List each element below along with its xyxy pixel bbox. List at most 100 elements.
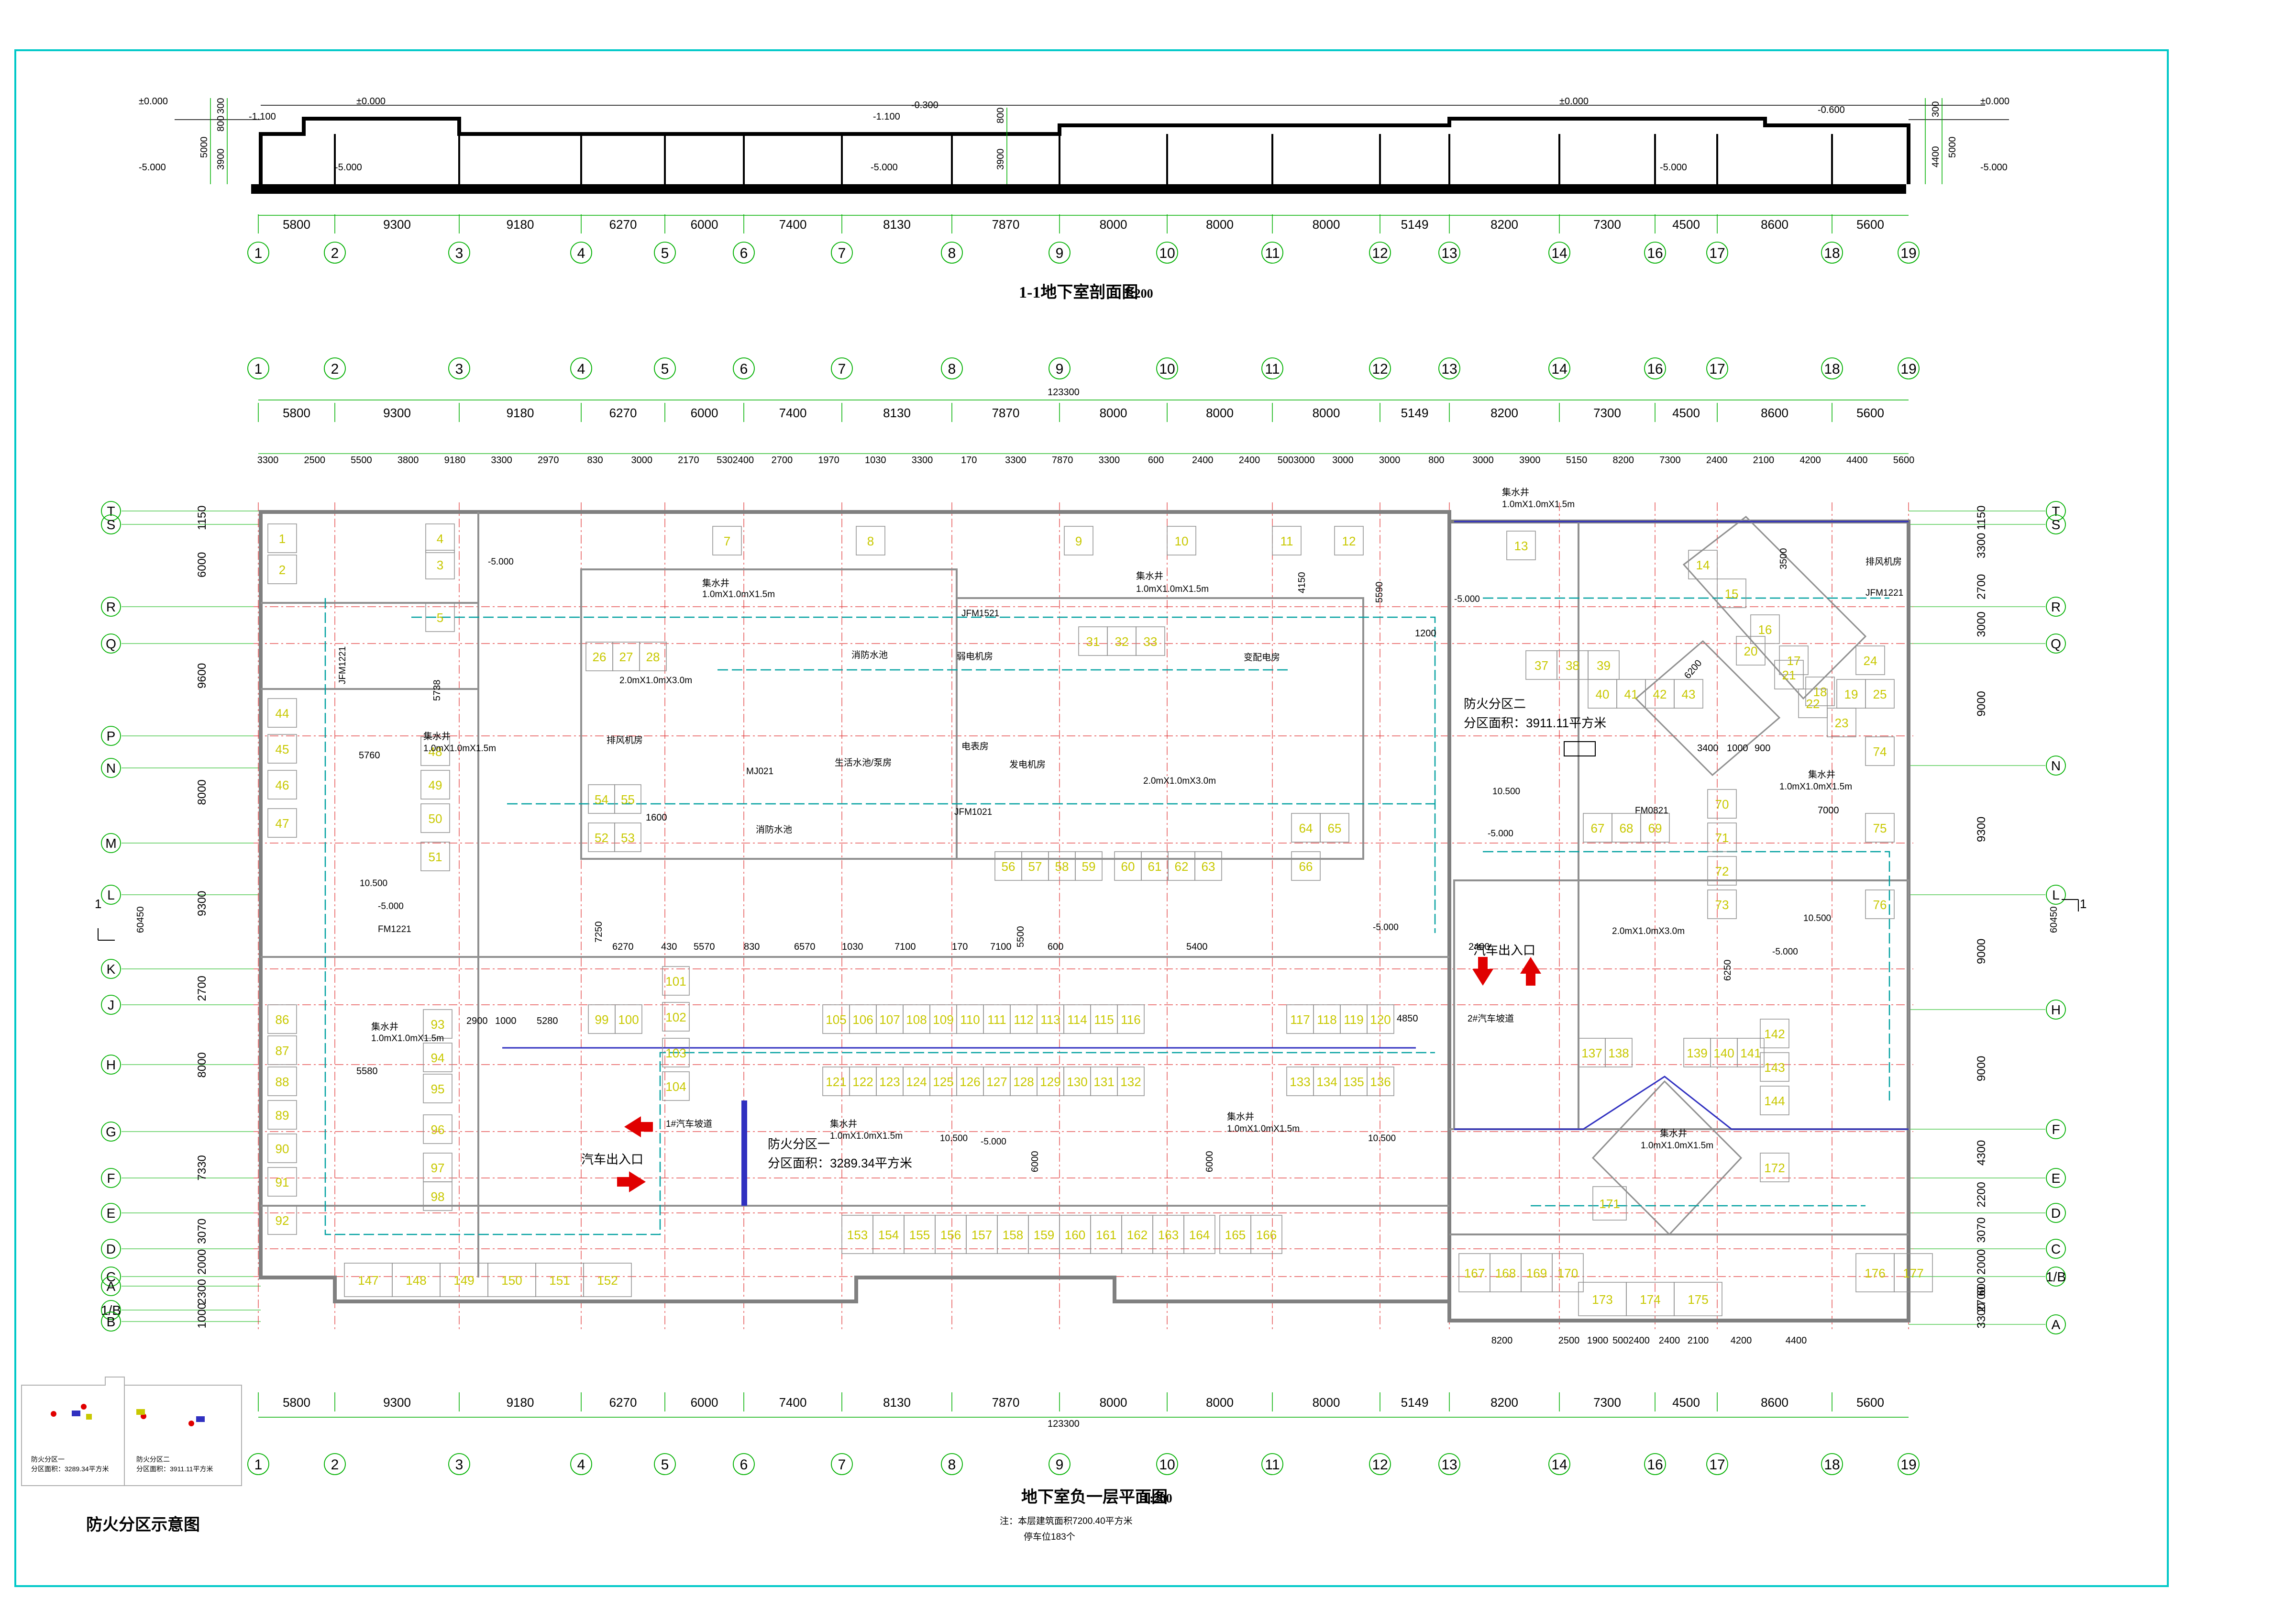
parking-stall-number: 149 bbox=[453, 1273, 474, 1288]
plan-axis-bottom-label: 1 bbox=[254, 1457, 263, 1473]
svg-text:5580: 5580 bbox=[356, 1066, 378, 1077]
sump-size-3: 1.0mX1.0mX1.5m bbox=[1502, 500, 1575, 510]
svg-text:3500: 3500 bbox=[1778, 548, 1789, 570]
plan-axis-right-1/B bbox=[2046, 1266, 2066, 1287]
plan-axis-top-label: 18 bbox=[1824, 361, 1840, 377]
parking-stall bbox=[639, 642, 667, 671]
svg-text:7250: 7250 bbox=[594, 922, 604, 943]
parking-stall-number: 46 bbox=[276, 778, 289, 792]
plan-span-dim-left: 8000 bbox=[196, 1052, 209, 1078]
svg-text:6270: 6270 bbox=[612, 942, 634, 952]
plan-axis-left-Q bbox=[101, 633, 121, 654]
plan-span-dim-top: 8130 bbox=[883, 406, 911, 420]
plan-axis-top-label: 16 bbox=[1647, 361, 1663, 377]
plan-axis-left-B bbox=[101, 1311, 121, 1332]
plan-axis-bottom-label: 13 bbox=[1441, 1457, 1457, 1473]
section-axis-13 bbox=[1438, 242, 1460, 264]
plan-sub-span-dim: 3000 bbox=[1472, 455, 1494, 466]
parking-stall-number: 91 bbox=[276, 1175, 289, 1189]
section-axis-3 bbox=[448, 242, 470, 264]
parking-stall-number: 107 bbox=[879, 1012, 900, 1027]
parking-stall-number: 89 bbox=[276, 1108, 289, 1122]
parking-stall-number: 14 bbox=[1696, 558, 1710, 572]
plan-span-dim-right: 1150 bbox=[1975, 505, 1988, 530]
parking-stall bbox=[1605, 1038, 1633, 1067]
parking-stall-number: 39 bbox=[1597, 658, 1611, 673]
section-axis-label: 11 bbox=[1265, 245, 1280, 261]
plan-sub-span-dim: 3900 bbox=[1519, 455, 1541, 466]
parking-stall-number: 71 bbox=[1715, 831, 1729, 845]
parking-stall-number: 170 bbox=[1557, 1266, 1578, 1280]
plan-axis-right-R bbox=[2046, 597, 2066, 617]
section-axis-label: 6 bbox=[740, 245, 748, 261]
parking-stall bbox=[425, 602, 455, 632]
plan-axis-top-label: 9 bbox=[1056, 361, 1064, 377]
parking-stall-number: 141 bbox=[1740, 1046, 1761, 1060]
plan-axis-top-13 bbox=[1438, 357, 1460, 379]
plan-axis-right-label: T bbox=[2052, 504, 2060, 519]
plan-axis-top-14 bbox=[1548, 357, 1570, 379]
sump-size-9: 1.0mX1.0mX1.5m bbox=[1641, 1141, 1713, 1151]
pit-size-2: 2.0mX1.0mX3.0m bbox=[1143, 776, 1216, 786]
plan-axis-bottom-10 bbox=[1156, 1453, 1178, 1475]
plan-axis-top-7 bbox=[831, 357, 853, 379]
plan-sub-span-dim: 2100 bbox=[1753, 455, 1775, 466]
door-label-6: JFM1221 bbox=[1866, 588, 1903, 598]
plan-span-dim-bottom: 8000 bbox=[1313, 1395, 1340, 1410]
plan-title: 地下室负一层平面图 bbox=[1021, 1488, 1168, 1506]
plan-sub-span-dim: 5500 bbox=[351, 455, 372, 466]
section-axis-label: 19 bbox=[1900, 245, 1916, 261]
plan-axis-left-P bbox=[101, 726, 121, 746]
plan-elev-4: -5.000 bbox=[1454, 594, 1480, 604]
parking-stall-number: 101 bbox=[665, 974, 686, 989]
parking-stall-number: 88 bbox=[276, 1075, 289, 1089]
plan-axis-bottom-9 bbox=[1049, 1453, 1071, 1475]
parking-stall-number: 40 bbox=[1596, 687, 1610, 701]
plan-span-dim-left: 2700 bbox=[196, 976, 209, 1001]
parking-stall bbox=[1805, 677, 1835, 706]
plan-axis-bottom-4 bbox=[570, 1453, 592, 1475]
parking-stall-number: 156 bbox=[940, 1228, 961, 1242]
parking-stall bbox=[267, 1100, 297, 1130]
arrow-down-icon bbox=[1472, 957, 1493, 986]
parking-stall bbox=[423, 1114, 453, 1144]
plan-axis-bottom-12 bbox=[1369, 1453, 1391, 1475]
plan-span-dim-bottom: 8000 bbox=[1100, 1395, 1127, 1410]
parking-stall-number: 73 bbox=[1715, 898, 1729, 912]
plan-axis-bottom-2 bbox=[324, 1453, 346, 1475]
parking-stall-number: 25 bbox=[1873, 687, 1887, 701]
plan-axis-left-H bbox=[101, 1055, 121, 1075]
parking-stall bbox=[1688, 550, 1718, 579]
parking-stall-number: 61 bbox=[1148, 859, 1162, 874]
parking-stall bbox=[856, 526, 885, 555]
plan-span-dim-right: 3300 bbox=[1975, 1303, 1988, 1328]
section-span-dim: 8200 bbox=[1490, 217, 1518, 232]
parking-stall-number: 54 bbox=[595, 792, 608, 807]
parking-stall bbox=[662, 966, 690, 996]
parking-stall-number: 168 bbox=[1495, 1266, 1516, 1280]
parking-stall-number: 64 bbox=[1299, 821, 1313, 835]
parking-stall-number: 17 bbox=[1787, 654, 1801, 668]
plan-axis-bottom-8 bbox=[941, 1453, 963, 1475]
section-axis-17 bbox=[1706, 242, 1728, 264]
parking-stall-number: 177 bbox=[1903, 1266, 1923, 1280]
plan-span-dim-bottom: 8130 bbox=[883, 1395, 911, 1410]
plan-elev-5: -5.000 bbox=[1373, 922, 1399, 933]
plan-total-x-bottom: 123300 bbox=[1048, 1419, 1080, 1429]
plan-span-dim-top: 8000 bbox=[1100, 406, 1127, 420]
parking-stall-number: 48 bbox=[429, 744, 442, 759]
parking-stall-number: 138 bbox=[1608, 1046, 1629, 1060]
section-mid-elev-5: -0.300 bbox=[911, 100, 938, 111]
section-cut-right-label: 1 bbox=[2080, 897, 2086, 911]
section-axis-label: 10 bbox=[1159, 245, 1175, 261]
parking-stall bbox=[1674, 679, 1703, 709]
section-axis-14 bbox=[1548, 242, 1570, 264]
plan-lower-sub-dim: 5002400 bbox=[1612, 1335, 1650, 1346]
section-span-dim: 5600 bbox=[1856, 217, 1884, 232]
svg-text:6000: 6000 bbox=[1204, 1151, 1215, 1173]
svg-text:4150: 4150 bbox=[1297, 572, 1307, 594]
parking-stall-number: 22 bbox=[1806, 697, 1820, 711]
parking-stall bbox=[1334, 526, 1364, 555]
plan-axis-top-5 bbox=[654, 357, 676, 379]
